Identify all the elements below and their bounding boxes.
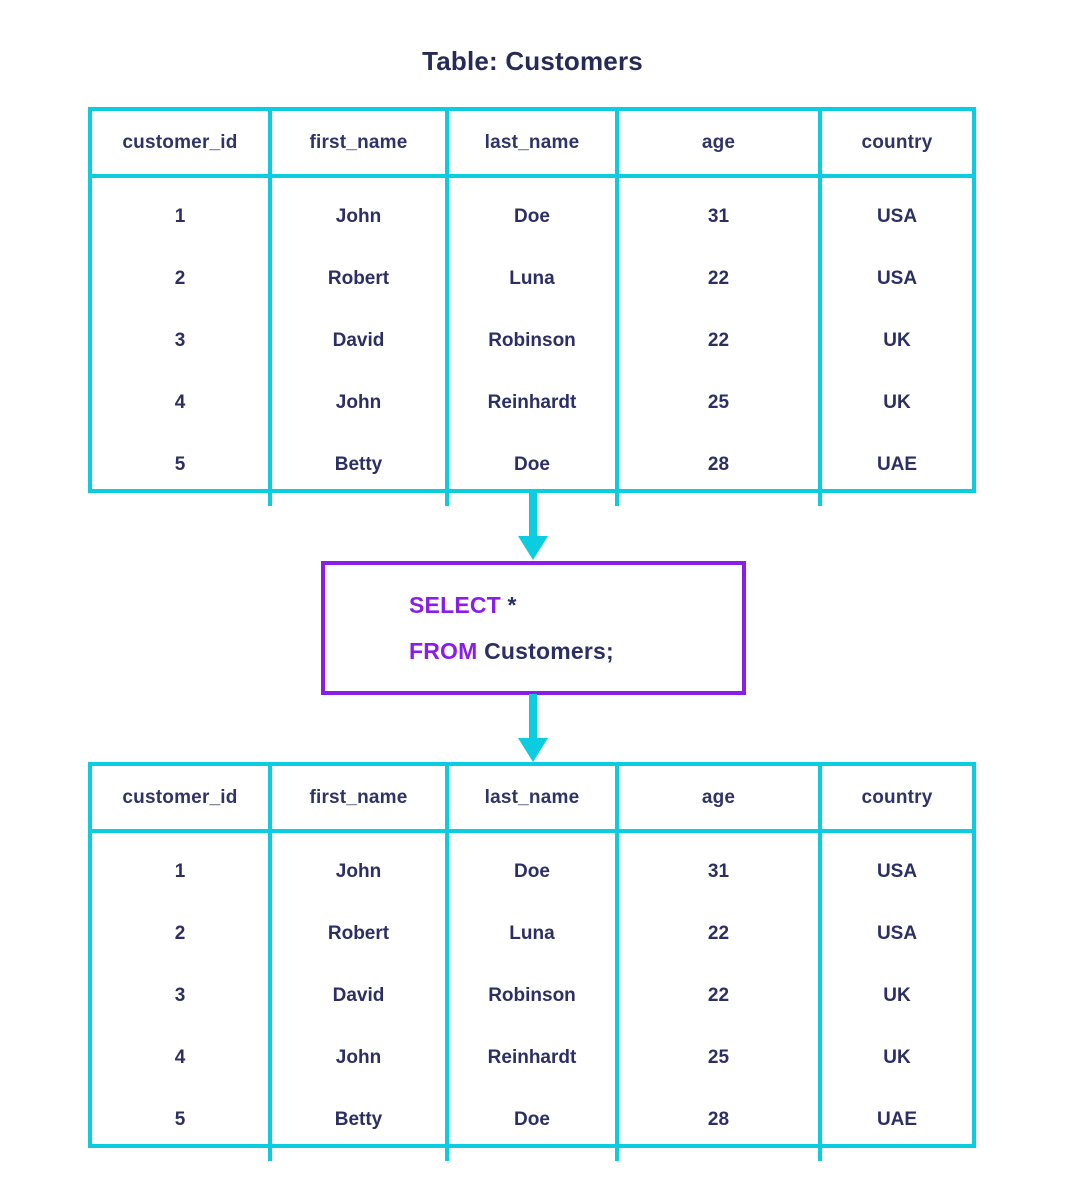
- cell-customer-id: 1: [92, 176, 272, 248]
- column-header-first-name: first_name: [270, 111, 449, 178]
- table-row: 5 Betty Doe 28 UAE: [92, 1089, 972, 1161]
- sql-star-token: *: [507, 592, 517, 618]
- cell-customer-id: 3: [92, 310, 272, 372]
- column-header-country: country: [820, 111, 972, 178]
- sql-query-line-2: FROM Customers;: [409, 628, 742, 674]
- table-row: 2 Robert Luna 22 USA: [92, 248, 972, 310]
- table-row: 3 David Robinson 22 UK: [92, 310, 972, 372]
- cell-country: UK: [883, 985, 911, 1006]
- cell-first-name: Robert: [270, 903, 449, 965]
- cell-last-name: Robinson: [447, 965, 619, 1027]
- cell-first-name: John: [270, 831, 449, 903]
- cell-country: UK: [883, 330, 911, 351]
- result-table-body: 1 John Doe 31 USA 2 Robert Luna 22 USA 3…: [92, 831, 972, 1161]
- cell-age: 28: [617, 434, 822, 506]
- cell-customer-id: 2: [92, 248, 272, 310]
- cell-customer-id: 5: [92, 1089, 272, 1161]
- cell-first-name: John: [270, 1027, 449, 1089]
- cell-age: 28: [617, 1089, 822, 1161]
- sql-table-name: Customers;: [484, 638, 614, 664]
- table-row: 3 David Robinson 22 UK: [92, 965, 972, 1027]
- cell-country: UK: [883, 392, 911, 413]
- column-header-age: age: [617, 111, 822, 178]
- cell-first-name: Robert: [270, 248, 449, 310]
- cell-customer-id: 4: [92, 372, 272, 434]
- table-header-row: customer_id first_name last_name age cou…: [92, 111, 972, 178]
- source-table: customer_id first_name last_name age cou…: [88, 107, 976, 506]
- table-row: 4 John Reinhardt 25 UK: [92, 1027, 972, 1089]
- cell-last-name: Doe: [447, 1089, 619, 1161]
- cell-age: 25: [617, 1027, 822, 1089]
- cell-country: UK: [883, 1047, 911, 1068]
- cell-last-name: Doe: [447, 831, 619, 903]
- column-header-last-name: last_name: [447, 111, 619, 178]
- cell-last-name: Doe: [447, 176, 619, 248]
- table-row: 2 Robert Luna 22 USA: [92, 903, 972, 965]
- cell-first-name: David: [270, 310, 449, 372]
- cell-last-name: Reinhardt: [447, 1027, 619, 1089]
- cell-country: USA: [876, 268, 918, 289]
- cell-country: USA: [876, 206, 918, 227]
- column-header-first-name: first_name: [270, 766, 449, 833]
- cell-customer-id: 3: [92, 965, 272, 1027]
- cell-last-name: Luna: [447, 248, 619, 310]
- cell-first-name: Betty: [270, 1089, 449, 1161]
- cell-age: 22: [617, 903, 822, 965]
- source-table-body: 1 John Doe 31 USA 2 Robert Luna 22 USA 3…: [92, 176, 972, 506]
- sql-keyword-from: FROM: [409, 638, 478, 664]
- sql-query-box: SELECT * FROM Customers;: [321, 561, 746, 695]
- result-table: customer_id first_name last_name age cou…: [88, 762, 976, 1161]
- cell-country: UAE: [876, 454, 918, 475]
- cell-last-name: Luna: [447, 903, 619, 965]
- cell-age: 31: [617, 176, 822, 248]
- column-header-customer-id: customer_id: [92, 111, 272, 178]
- cell-country: USA: [876, 861, 918, 882]
- result-table-head: customer_id first_name last_name age cou…: [92, 766, 972, 833]
- column-header-customer-id: customer_id: [92, 766, 272, 833]
- cell-last-name: Reinhardt: [447, 372, 619, 434]
- source-table-head: customer_id first_name last_name age cou…: [92, 111, 972, 178]
- source-table-grid: customer_id first_name last_name age cou…: [92, 111, 972, 506]
- cell-customer-id: 5: [92, 434, 272, 506]
- cell-first-name: Betty: [270, 434, 449, 506]
- table-row: 1 John Doe 31 USA: [92, 831, 972, 903]
- cell-age: 22: [617, 965, 822, 1027]
- table-header-row: customer_id first_name last_name age cou…: [92, 766, 972, 833]
- down-arrow-icon: [508, 694, 558, 764]
- cell-customer-id: 2: [92, 903, 272, 965]
- cell-first-name: David: [270, 965, 449, 1027]
- table-row: 1 John Doe 31 USA: [92, 176, 972, 248]
- cell-age: 31: [617, 831, 822, 903]
- down-arrow-icon: [508, 492, 558, 562]
- cell-first-name: John: [270, 176, 449, 248]
- column-header-age: age: [617, 766, 822, 833]
- cell-age: 22: [617, 248, 822, 310]
- cell-customer-id: 1: [92, 831, 272, 903]
- page-title: Table: Customers: [422, 46, 643, 76]
- cell-age: 25: [617, 372, 822, 434]
- column-header-country: country: [820, 766, 972, 833]
- cell-age: 22: [617, 310, 822, 372]
- result-table-grid: customer_id first_name last_name age cou…: [92, 766, 972, 1161]
- cell-customer-id: 4: [92, 1027, 272, 1089]
- table-row: 5 Betty Doe 28 UAE: [92, 434, 972, 506]
- cell-country: UAE: [876, 1109, 918, 1130]
- sql-query-line-1: SELECT *: [409, 582, 742, 628]
- cell-first-name: John: [270, 372, 449, 434]
- table-row: 4 John Reinhardt 25 UK: [92, 372, 972, 434]
- cell-last-name: Robinson: [447, 310, 619, 372]
- sql-keyword-select: SELECT: [409, 592, 501, 618]
- cell-country: USA: [876, 923, 918, 944]
- column-header-last-name: last_name: [447, 766, 619, 833]
